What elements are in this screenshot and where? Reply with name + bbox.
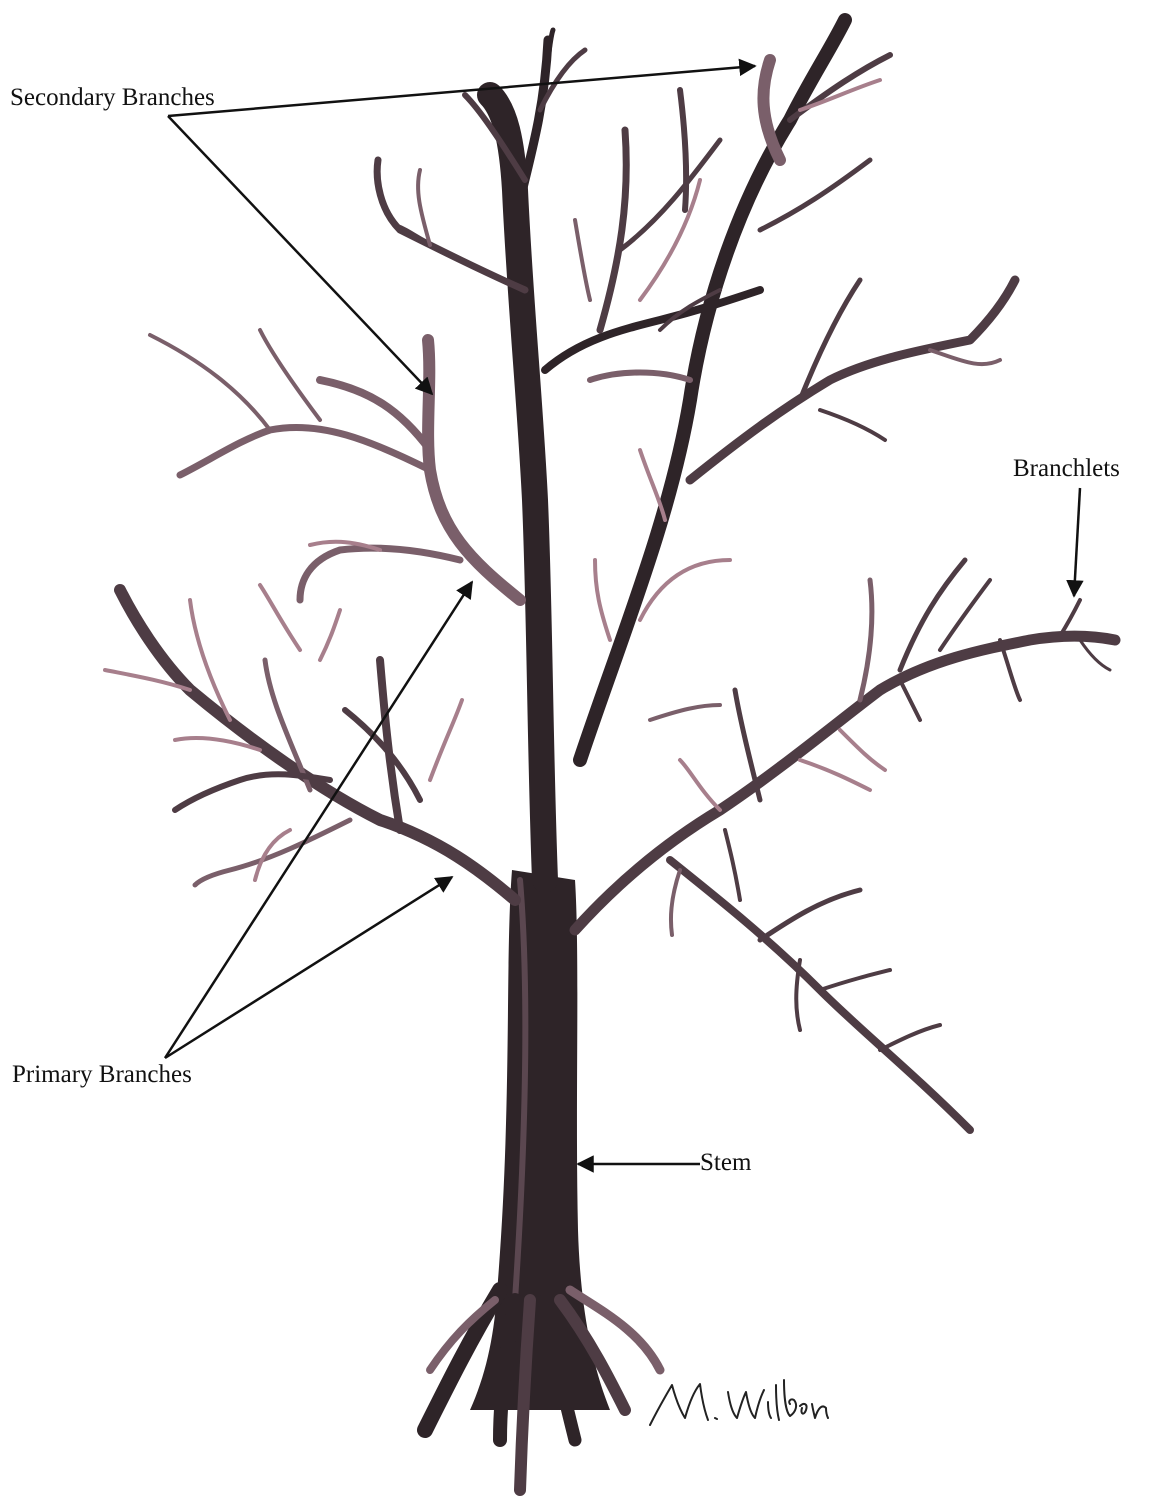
stem-shape [470, 870, 610, 1410]
label-stem: Stem [700, 1149, 751, 1177]
arrow-primary-lower [165, 877, 452, 1058]
lower-right-branches [575, 560, 1115, 1130]
label-branchlets: Branchlets [1013, 455, 1120, 483]
arrow-secondary-top [168, 66, 755, 116]
label-primary-branches: Primary Branches [12, 1061, 192, 1089]
label-secondary-branches: Secondary Branches [10, 84, 215, 112]
main-leader [465, 30, 585, 880]
arrow-branchlets [1074, 488, 1080, 596]
tree [105, 20, 1115, 1490]
arrow-primary-upper [165, 582, 472, 1058]
arrow-secondary-left [168, 116, 432, 394]
lower-left-branches [105, 585, 515, 900]
artist-signature [650, 1380, 828, 1425]
upper-left-branches [150, 160, 525, 600]
mid-right-branches [595, 280, 1015, 640]
